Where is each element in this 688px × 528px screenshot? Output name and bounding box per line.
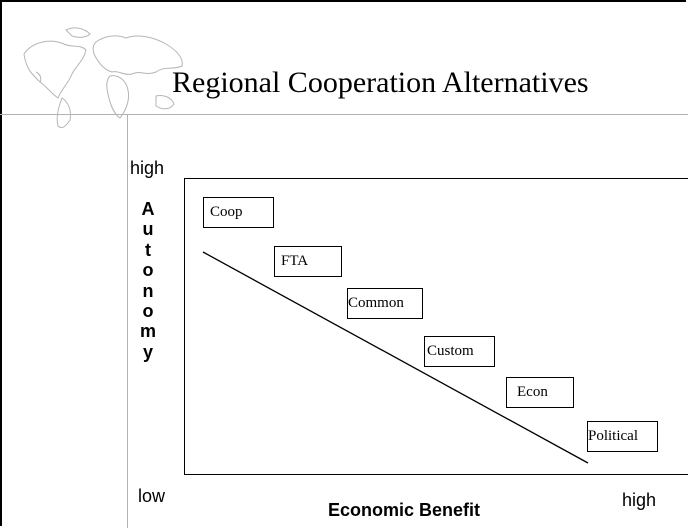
option-coop: Coop bbox=[203, 197, 274, 228]
slide-title: Regional Cooperation Alternatives bbox=[172, 66, 589, 99]
y-axis-title-letter: o bbox=[142, 301, 154, 322]
option-common: Common bbox=[347, 288, 423, 319]
diagram-frame bbox=[184, 178, 688, 475]
y-axis-title-letter: y bbox=[142, 341, 153, 362]
option-econ: Econ bbox=[506, 377, 574, 408]
x-axis-high-label: high bbox=[622, 490, 657, 510]
title-divider bbox=[0, 114, 688, 115]
y-axis-title-letter: u bbox=[142, 219, 154, 240]
y-axis-title-letter: A bbox=[141, 199, 155, 219]
x-axis-title: Economic Benefit bbox=[328, 500, 481, 520]
y-axis-title-letter: n bbox=[142, 280, 154, 301]
y-axis-title-letter: o bbox=[142, 260, 154, 281]
y-axis-title-letter: t bbox=[145, 239, 151, 260]
y-axis-high-label: high bbox=[130, 158, 165, 178]
world-map-icon bbox=[23, 27, 183, 129]
y-axis-low-label: low bbox=[138, 486, 166, 506]
option-political: Political bbox=[587, 421, 658, 452]
y-axis-title: A u t o n o m y bbox=[138, 199, 158, 362]
option-fta: FTA bbox=[274, 246, 342, 277]
option-custom: Custom bbox=[424, 336, 495, 367]
y-axis-title-letter: m bbox=[139, 321, 156, 342]
left-divider bbox=[127, 114, 128, 528]
